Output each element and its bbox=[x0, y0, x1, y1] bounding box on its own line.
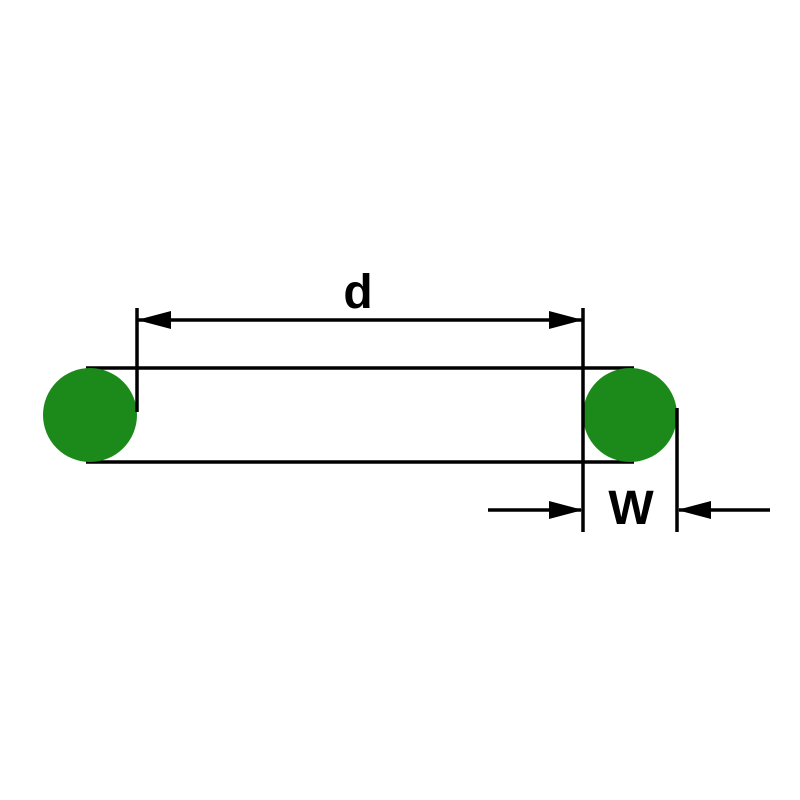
inner-diameter-label: d bbox=[343, 266, 372, 319]
oring-left-cross-section bbox=[43, 368, 137, 462]
cross-section-width-label: W bbox=[608, 482, 654, 535]
inner-diameter-arrowhead-right-icon bbox=[549, 311, 583, 329]
inner-diameter-arrowhead-left-icon bbox=[137, 311, 171, 329]
oring-right-cross-section bbox=[583, 368, 677, 462]
width-arrowhead-right-icon bbox=[677, 501, 711, 519]
width-arrowhead-left-icon bbox=[549, 501, 583, 519]
